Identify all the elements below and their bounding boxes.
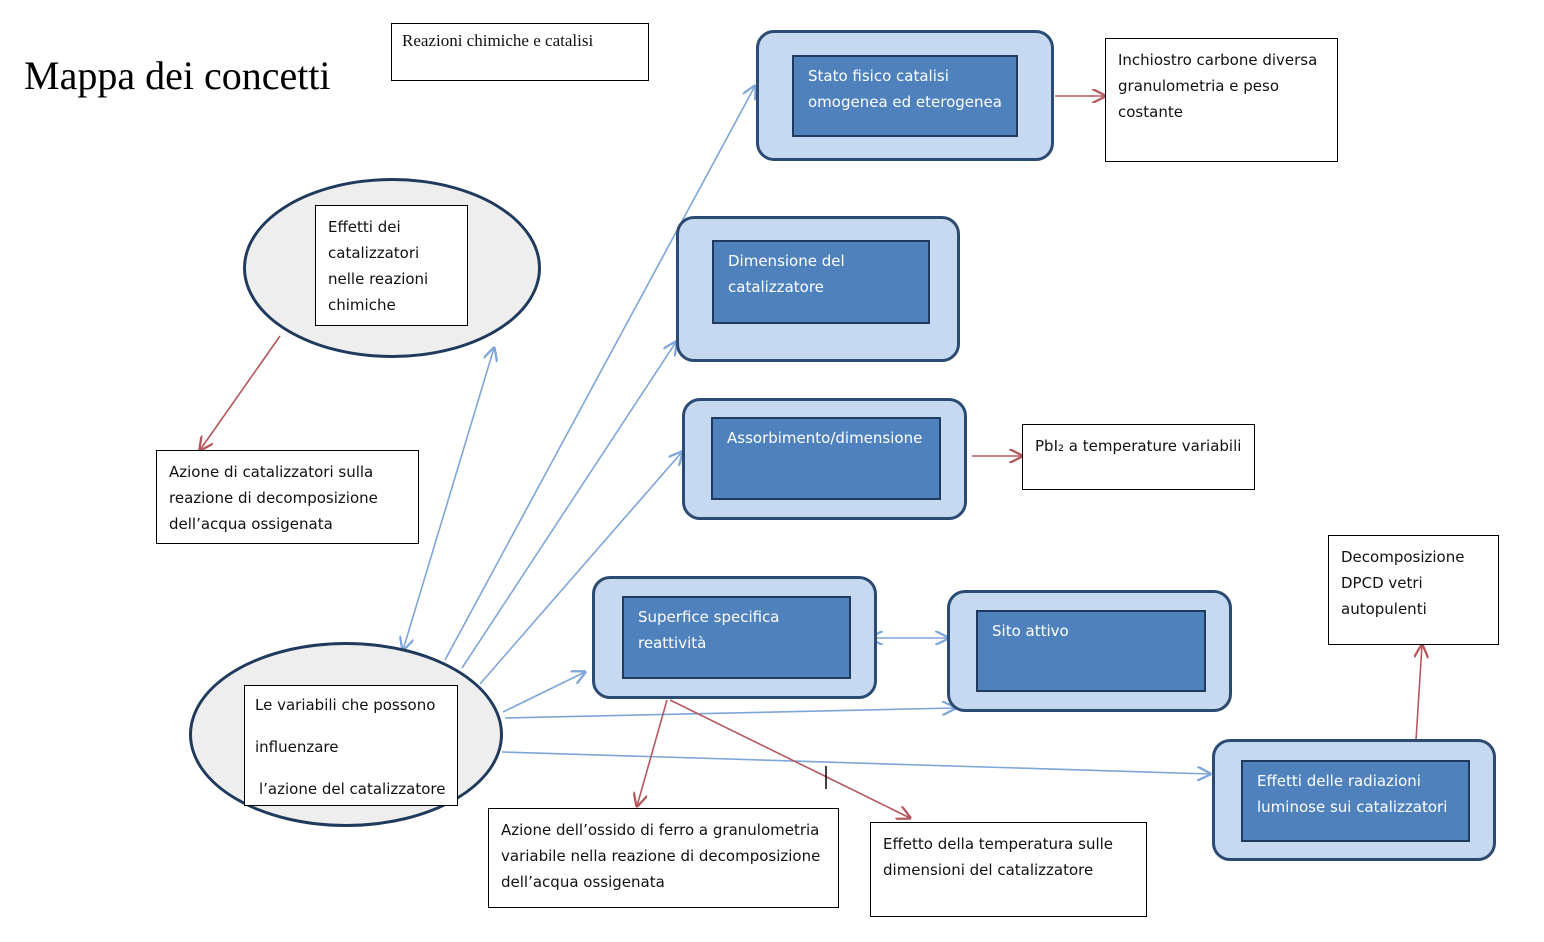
page-title: Mappa dei concetti <box>24 53 331 98</box>
node-dimensione: Dimensione del catalizzatore <box>712 240 930 324</box>
arrow-superfice-to-temp <box>669 699 910 818</box>
center-node-box: Le variabili che possono influenzare l’a… <box>244 685 458 806</box>
note-dpcd: Decomposizione DPCD vetri autopulenti <box>1328 535 1499 645</box>
note-ink: Inchiostro carbone diversa granulometria… <box>1105 38 1338 162</box>
note-temp: Effetto della temperatura sulle dimensio… <box>870 822 1147 917</box>
node-stato-fisico: Stato fisico catalisi omogenea ed eterog… <box>792 55 1018 137</box>
node-radiazioni: Effetti delle radiazioni luminose sui ca… <box>1241 760 1470 842</box>
note-pbi2: PbI₂ a temperature variabili <box>1022 424 1255 490</box>
node-sito: Sito attivo <box>976 610 1206 692</box>
topic-box: Reazioni chimiche e catalisi <box>391 23 649 81</box>
arrow-center-to-superfice <box>502 672 585 713</box>
center-line-2: influenzare <box>255 738 339 756</box>
arrow-center-to-stato-fisico <box>444 86 755 661</box>
note-iron: Azione dell’ossido di ferro a granulomet… <box>488 808 839 908</box>
node-assorbimento: Assorbimento/dimensione <box>711 417 941 500</box>
effects-node-box: Effetti dei catalizzatori nelle reazioni… <box>315 205 468 326</box>
arrow-center-to-radiazioni <box>501 751 1210 774</box>
center-line-3: l’azione del catalizzatore <box>259 780 446 798</box>
arrow-effects-to-action <box>200 335 281 450</box>
arrow-radiazioni-to-dpcd <box>1416 645 1422 741</box>
node-superfice: Superfice specifica reattività <box>622 596 851 679</box>
arrow-superfice-to-iron <box>637 699 668 806</box>
action-box: Azione di catalizzatori sulla reazione d… <box>156 450 419 544</box>
center-line-1: Le variabili che possono <box>255 696 436 714</box>
arrow-center-to-sito <box>504 708 955 719</box>
